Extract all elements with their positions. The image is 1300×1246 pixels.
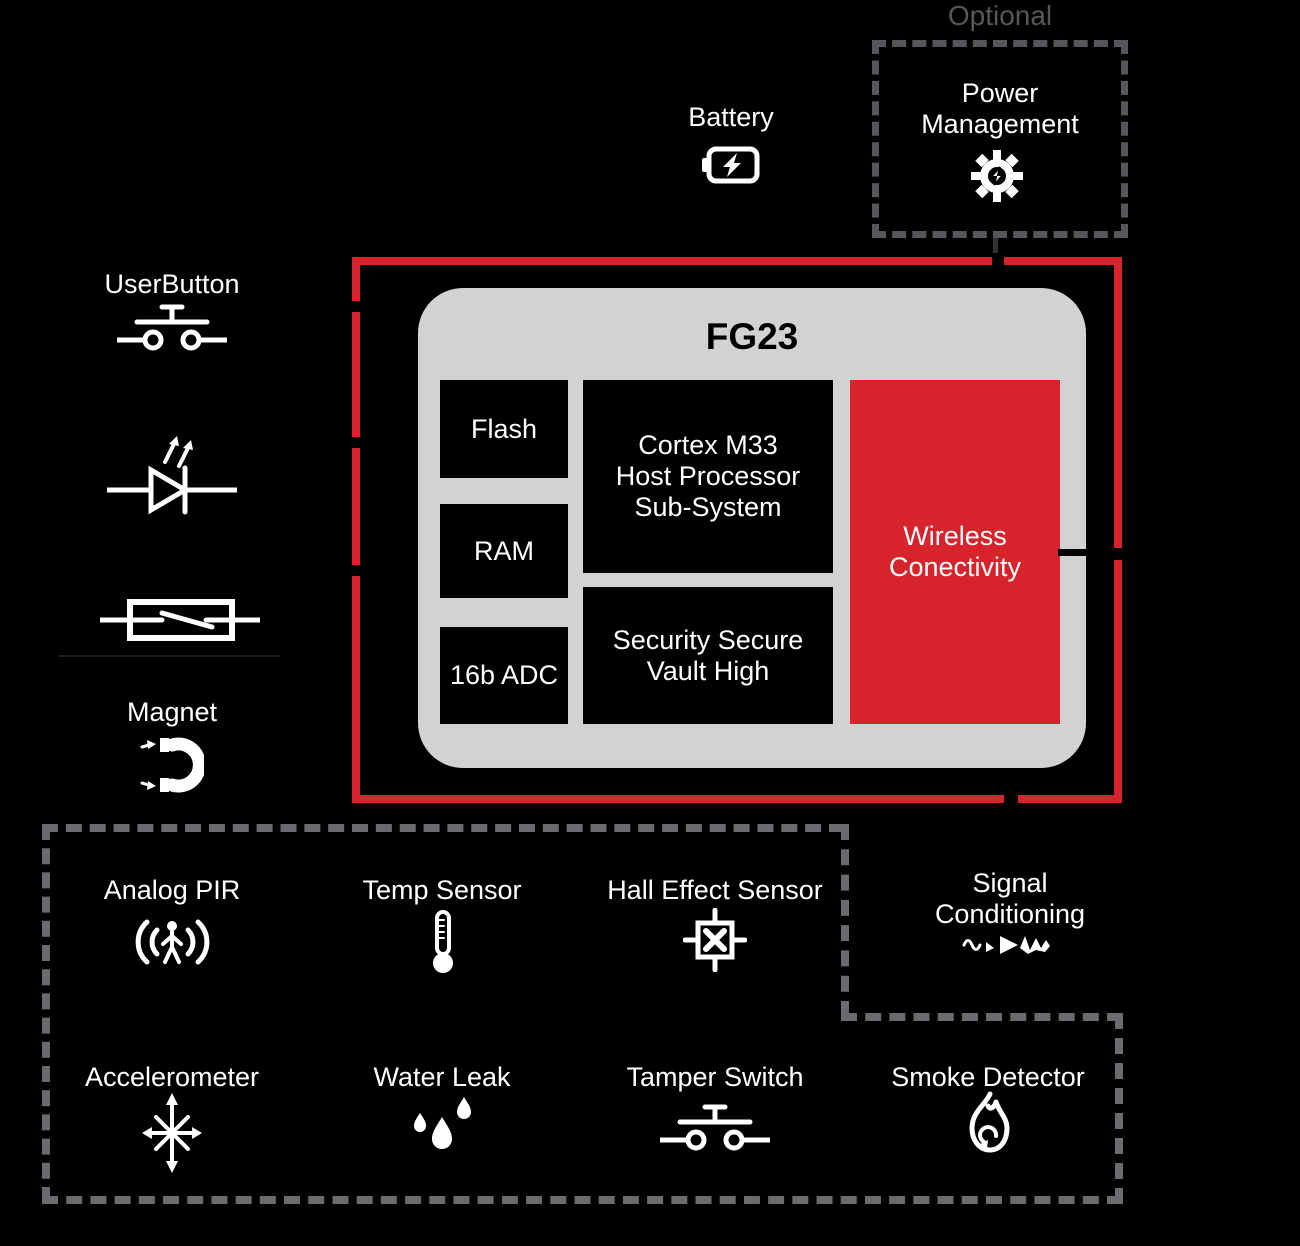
hall-chip-icon [683,908,747,972]
accelerometer-label: Accelerometer [84,1062,260,1092]
signal-conditioning-label: Signal Conditioning [934,868,1086,929]
power-management-box [872,40,1128,238]
security-block: Security Secure Vault High [583,587,833,724]
user-button-label: UserButton [104,269,240,299]
wireless-label: Wireless Conectivity [888,521,1022,582]
sensor-box-left-edge [42,824,50,1203]
border-gap-bottom [1004,791,1018,807]
fg23-title: FG23 [705,316,799,357]
flame-icon [960,1090,1018,1156]
thermometer-icon [425,910,461,976]
security-label: Security Secure Vault High [612,624,804,686]
border-gap-top [992,253,1004,269]
pushbutton-icon [660,1100,770,1156]
wireless-out-connector [1058,549,1138,556]
temp-sensor-label: Temp Sensor [362,875,522,905]
pushbutton-icon [117,300,227,356]
power-management-label: Power Management [921,78,1079,139]
flash-label: Flash [470,413,538,444]
reed-switch-icon [100,597,260,643]
water-leak-label: Water Leak [373,1062,511,1092]
led-icon [107,432,237,516]
optional-label: Optional [947,0,1053,31]
ram-block: RAM [440,504,568,598]
border-gap-left-3 [348,565,364,576]
axes-arrows-icon [134,1093,210,1173]
signal-wave-icon [962,930,1062,958]
divider-line [58,655,280,657]
tamper-switch-label: Tamper Switch [626,1062,804,1092]
wireless-block: Wireless Conectivity [850,380,1060,724]
border-gap-left-2 [348,437,364,448]
hall-effect-label: Hall Effect Sensor [607,875,823,905]
analog-pir-label: Analog PIR [103,875,241,905]
cortex-label: Cortex M33 Host Processor Sub-System [615,430,801,522]
sensor-box-right-edge [1115,1013,1123,1204]
water-drops-icon [412,1095,474,1161]
signal-cond-left-edge [841,824,849,1017]
sensor-box-top-edge [42,824,845,832]
adc-block: 16b ADC [440,627,568,724]
signal-cond-bottom-edge [841,1013,1123,1021]
magnet-label: Magnet [126,697,218,727]
battery-label: Battery [688,102,774,132]
ram-label: RAM [474,535,534,566]
smoke-detector-label: Smoke Detector [891,1062,1085,1092]
magnet-icon [140,736,204,794]
adc-label: 16b ADC [449,660,559,690]
border-gap-left-1 [348,301,364,312]
sensor-box-bottom-edge [42,1196,1123,1204]
gear-bolt-icon [969,148,1025,204]
battery-icon [701,143,761,187]
cortex-block: Cortex M33 Host Processor Sub-System [583,380,833,573]
pir-motion-icon [125,916,220,968]
flash-block: Flash [440,380,568,478]
soc-outer-box [352,257,1122,803]
pm-to-soc-connector [993,238,998,257]
